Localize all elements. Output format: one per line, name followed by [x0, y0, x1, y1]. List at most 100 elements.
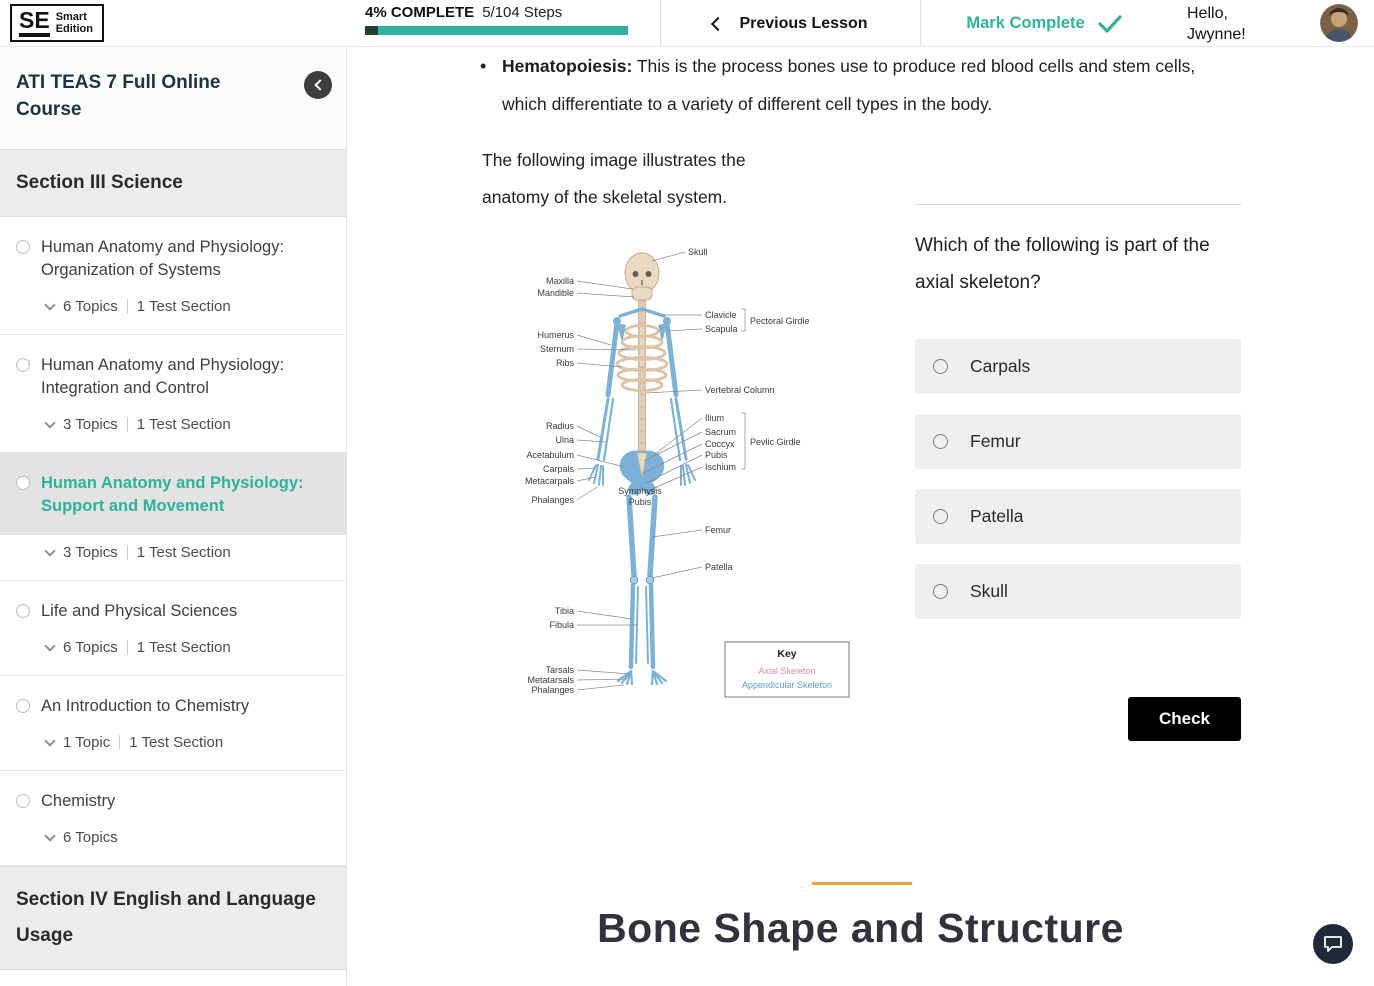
key-appendicular-label: Appendicular Skeleton [742, 680, 832, 690]
chevron-left-icon [711, 16, 726, 31]
logo-brand-bottom: Edition [55, 23, 93, 35]
label-skull: Skull [688, 247, 708, 257]
progress-circle-icon [16, 699, 30, 713]
lesson-content: Hematopoiesis: This is the process bones… [347, 47, 1374, 986]
progress-circle-icon [16, 240, 30, 254]
avatar[interactable] [1320, 4, 1358, 42]
quiz-option-femur[interactable]: Femur [915, 414, 1241, 469]
label-tibia: Tibia [555, 606, 574, 616]
meta-separator [119, 735, 121, 750]
section-header-science: Section III Science [0, 149, 346, 217]
sidebar-item-meta-toggle[interactable]: 3 Topics 1 Test Section [0, 407, 346, 452]
sidebar-item-anatomy-organization[interactable]: Human Anatomy and Physiology: Organizati… [0, 217, 346, 289]
option-label: Patella [970, 506, 1024, 526]
next-section-heading: Bone Shape and Structure [597, 905, 1124, 951]
test-section-count: 1 Test Section [136, 639, 231, 656]
meta-separator [126, 545, 128, 560]
sidebar-item-meta-toggle[interactable]: 6 Topics [0, 820, 346, 865]
sidebar-item-anatomy-integration[interactable]: Human Anatomy and Physiology: Integratio… [0, 335, 346, 407]
sidebar-item-intro-chemistry[interactable]: An Introduction to Chemistry [0, 676, 346, 725]
label-pubis: Pubis [705, 450, 728, 460]
label-fibula: Fibula [549, 620, 574, 630]
progress-circle-icon [16, 358, 30, 372]
quiz-question: Which of the following is part of the ax… [915, 235, 1210, 293]
sidebar-item-label: Chemistry [41, 792, 116, 810]
sidebar-item-label: Life and Physical Sciences [41, 602, 238, 620]
course-progress: 4% COMPLETE 5/104 Steps [365, 4, 630, 35]
lesson-bullet-item: Hematopoiesis: This is the process bones… [480, 47, 1237, 123]
mark-complete-label: Mark Complete [966, 14, 1085, 32]
option-label: Carpals [970, 356, 1031, 376]
progress-circle-icon [16, 604, 30, 618]
logo-initials: SE [19, 9, 50, 37]
chat-widget-button[interactable] [1313, 924, 1353, 964]
course-title: ATI TEAS 7 Full Online Course [16, 72, 221, 120]
label-ilium: Ilium [705, 413, 724, 423]
collapse-sidebar-button[interactable] [304, 71, 332, 99]
label-tarsals: Tarsals [545, 665, 574, 675]
leader-lines [576, 251, 746, 691]
label-humerus: Humerus [537, 330, 574, 340]
label-ulna: Ulna [555, 435, 574, 445]
quiz-option-patella[interactable]: Patella [915, 489, 1241, 544]
sidebar-item-life-physical-sciences[interactable]: Life and Physical Sciences [0, 581, 346, 630]
sidebar-item-anatomy-support-movement[interactable]: Human Anatomy and Physiology: Support an… [0, 453, 346, 535]
option-label: Skull [970, 581, 1008, 601]
test-section-count: 1 Test Section [136, 544, 231, 561]
label-acetabulum: Acetabulum [526, 450, 574, 460]
label-patella: Patella [705, 562, 733, 572]
previous-lesson-label: Previous Lesson [739, 14, 868, 32]
sidebar-item-label: Human Anatomy and Physiology: Integratio… [41, 356, 285, 397]
label-clavicle: Clavicle [705, 310, 737, 320]
user-greeting: Hello, Jwynne! [1187, 5, 1246, 43]
label-symphysis-line1: Symphysis [618, 486, 662, 496]
skeleton-diagram: Maxilla Mandible Humerus Sternum Ribs Ra… [525, 247, 850, 698]
sidebar-item-meta-toggle[interactable]: 6 Topics 1 Test Section [0, 630, 346, 675]
progress-percent-label: 4% COMPLETE [365, 4, 475, 21]
section-divider [812, 882, 912, 885]
label-coccyx: Coccyx [705, 439, 735, 449]
sidebar-course-item: Human Anatomy and Physiology: Integratio… [0, 335, 346, 453]
sidebar-item-label: Human Anatomy and Physiology: Support an… [41, 474, 304, 515]
quiz-option-carpals[interactable]: Carpals [915, 339, 1241, 394]
option-label: Femur [970, 431, 1021, 451]
logo-brand-top: Smart [55, 10, 87, 23]
sidebar-item-meta-toggle[interactable]: 6 Topics 1 Test Section [0, 289, 346, 334]
radio-button-icon[interactable] [933, 434, 948, 449]
progress-steps-label: 5/104 Steps [482, 4, 563, 21]
sidebar-item-meta-toggle[interactable]: 1 Topic 1 Test Section [0, 725, 346, 770]
sidebar-item-label: An Introduction to Chemistry [41, 697, 250, 715]
progress-circle-icon [16, 476, 30, 490]
test-section-count: 1 Test Section [129, 734, 224, 751]
mark-complete-button[interactable]: Mark Complete [920, 0, 1168, 47]
test-section-count: 1 Test Section [136, 416, 231, 433]
sidebar-course-item: Human Anatomy and Physiology: Organizati… [0, 217, 346, 335]
label-pectoral-girdle: Pectoral Girdle [750, 316, 810, 326]
label-phalanges-foot: Phalanges [531, 685, 574, 695]
sidebar-item-meta-toggle[interactable]: 3 Topics 1 Test Section [0, 535, 346, 580]
topics-count: 3 Topics [63, 416, 118, 433]
radio-button-icon[interactable] [933, 359, 948, 374]
chevron-down-icon [44, 734, 56, 747]
smart-edition-logo[interactable]: SE Smart Edition [10, 4, 104, 42]
label-ischium: Ischium [705, 462, 736, 472]
label-ribs: Ribs [556, 358, 575, 368]
figure-intro-text: The following image illustrates the anat… [482, 150, 746, 207]
sidebar-course-item: Life and Physical Sciences 6 Topics 1 Te… [0, 581, 346, 676]
radio-button-icon[interactable] [933, 509, 948, 524]
check-button[interactable]: Check [1128, 697, 1241, 741]
logo-brand-text: Smart Edition [56, 11, 93, 35]
key-title: Key [777, 648, 796, 660]
previous-lesson-button[interactable]: Previous Lesson [660, 0, 920, 47]
chevron-down-icon [44, 829, 56, 842]
meta-separator [126, 640, 128, 655]
label-sternum: Sternum [540, 344, 574, 354]
sidebar-item-chemistry[interactable]: Chemistry [0, 771, 346, 820]
radio-button-icon[interactable] [933, 584, 948, 599]
topics-count: 6 Topics [63, 639, 118, 656]
label-symphysis-line2: Pubis [629, 497, 652, 507]
topics-count: 3 Topics [63, 544, 118, 561]
skeletal-anatomy-figure: Maxilla Mandible Humerus Sternum Ribs Ra… [482, 247, 852, 702]
quiz-divider [915, 204, 1241, 205]
quiz-option-skull[interactable]: Skull [915, 564, 1241, 619]
